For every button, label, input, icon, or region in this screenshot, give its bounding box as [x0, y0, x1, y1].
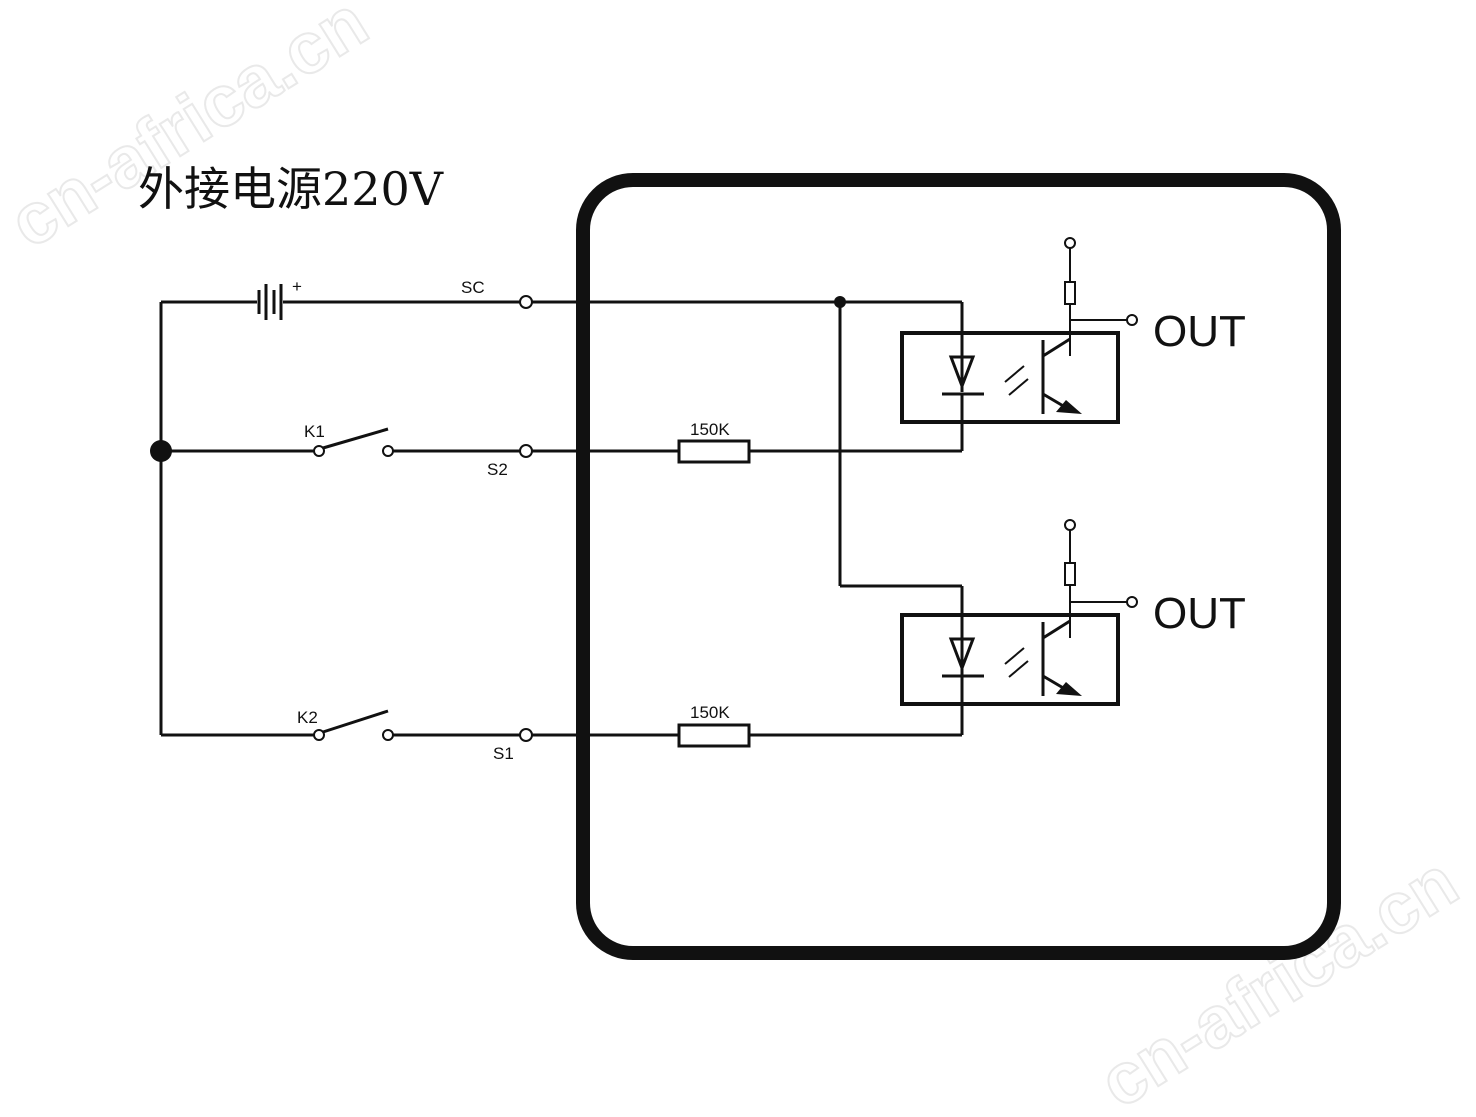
led-diode-icon — [942, 637, 984, 678]
led-diode-icon — [942, 355, 984, 396]
watermark-bottom-right: cn-africa.cn — [1086, 842, 1471, 1117]
resistor-r1-label: 150K — [690, 420, 730, 439]
external-wiring — [159, 300, 521, 737]
switch-k2-label: K2 — [297, 708, 318, 727]
terminal-s2-label: S2 — [487, 460, 508, 479]
optocoupler-1 — [900, 331, 1120, 424]
phototransistor-icon — [1041, 337, 1082, 414]
power-supply-title: 外接电源220V — [138, 162, 444, 216]
terminal-s2 — [519, 444, 533, 458]
switch-k1-label: K1 — [304, 422, 325, 441]
bus-junction-dot — [150, 440, 172, 462]
resistor-r1 — [677, 439, 751, 464]
light-emission-icon — [1004, 647, 1029, 678]
phototransistor-icon — [1041, 619, 1082, 696]
output-2-label: OUT — [1153, 589, 1246, 638]
switch-k1-icon — [313, 427, 394, 457]
optocoupler-2 — [900, 613, 1120, 706]
resistor-r2 — [677, 723, 751, 748]
terminal-s1 — [519, 728, 533, 742]
terminal-sc — [519, 295, 533, 309]
internal-wiring — [531, 300, 964, 737]
terminal-s1-label: S1 — [493, 744, 514, 763]
battery-polarity-label: + — [292, 277, 302, 296]
switch-k2-icon — [313, 709, 394, 741]
output-1-wiring — [1064, 237, 1138, 356]
sc-junction-dot — [834, 296, 846, 308]
output-1-label: OUT — [1153, 307, 1246, 356]
light-emission-icon — [1004, 365, 1029, 396]
terminal-sc-label: SC — [461, 278, 485, 297]
watermark-top-left: cn-africa.cn — [0, 0, 381, 264]
battery-icon — [257, 284, 283, 320]
module-enclosure — [576, 173, 1341, 960]
resistor-r2-label: 150K — [690, 703, 730, 722]
output-2-wiring — [1064, 519, 1138, 638]
